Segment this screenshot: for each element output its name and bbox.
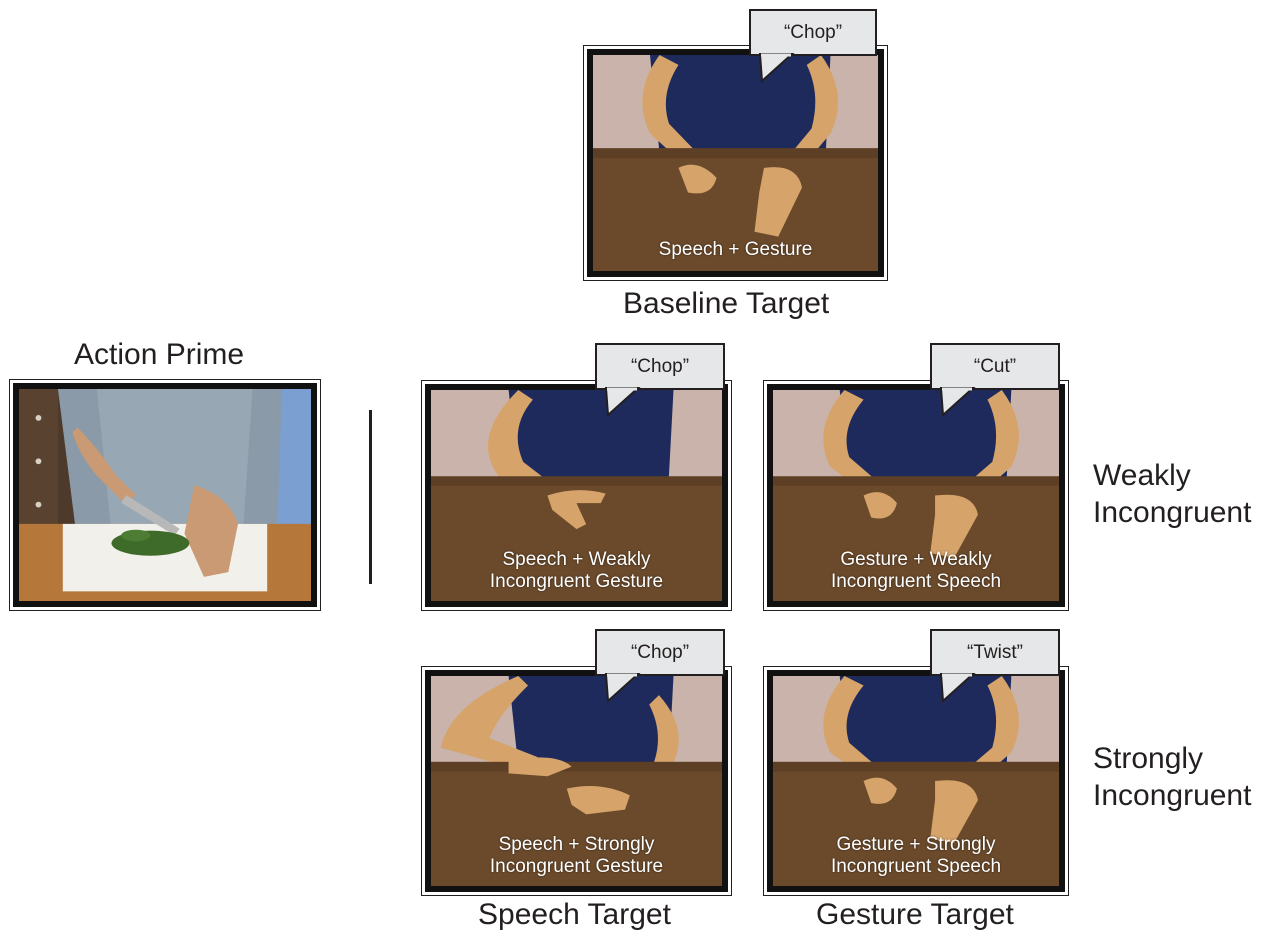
divider-line (369, 410, 372, 584)
strongly-label-line-2: Incongruent (1093, 777, 1251, 814)
speech-weak-photo: Speech + Weakly Incongruent Gesture (425, 384, 728, 607)
strongly-label-line-1: Strongly (1093, 740, 1251, 777)
gesture-strong-caption: Gesture + Strongly Incongruent Speech (773, 834, 1059, 878)
weakly-incongruent-label: Weakly Incongruent (1093, 457, 1251, 531)
baseline-speech-bubble: “Chop” (749, 9, 877, 56)
chopping-scene-image (19, 389, 311, 601)
speech-strong-speech-bubble: “Chop” (595, 629, 725, 676)
baseline-bubble-tail (758, 54, 818, 84)
baseline-panel: Speech + Gesture (583, 45, 888, 281)
speech-strong-caption: Speech + Strongly Incongruent Gesture (431, 834, 722, 878)
gesture-target-label: Gesture Target (816, 898, 1014, 932)
weakly-label-line-2: Incongruent (1093, 494, 1251, 531)
speech-weak-speech-bubble: “Chop” (595, 343, 725, 390)
weakly-label-line-1: Weakly (1093, 457, 1251, 494)
gesture-weak-caption-line-2: Incongruent Speech (773, 571, 1059, 593)
speech-strong-photo: Speech + Strongly Incongruent Gesture (425, 670, 728, 892)
gesture-weak-caption: Gesture + Weakly Incongruent Speech (773, 549, 1059, 593)
baseline-caption: Speech + Gesture (593, 239, 878, 261)
speech-weak-caption-line-2: Incongruent Gesture (431, 571, 722, 593)
action-prime-photo (13, 383, 317, 607)
speech-strong-bubble-tail (604, 674, 664, 704)
baseline-caption-line-1: Speech + Gesture (593, 239, 878, 261)
speech-strong-caption-line-2: Incongruent Gesture (431, 856, 722, 878)
gesture-weak-caption-line-1: Gesture + Weakly (773, 549, 1059, 571)
speech-strong-panel: Speech + Strongly Incongruent Gesture (421, 666, 732, 896)
action-prime-photo-frame (9, 379, 321, 611)
speech-target-label: Speech Target (478, 898, 671, 932)
gesture-weak-bubble-tail (939, 388, 999, 418)
strongly-incongruent-label: Strongly Incongruent (1093, 740, 1251, 814)
gesture-strong-photo: Gesture + Strongly Incongruent Speech (767, 670, 1065, 892)
speech-weak-caption-line-1: Speech + Weakly (431, 549, 722, 571)
baseline-target-label: Baseline Target (623, 287, 829, 321)
gesture-weak-speech-bubble: “Cut” (930, 343, 1060, 390)
gesture-strong-caption-line-2: Incongruent Speech (773, 856, 1059, 878)
speech-strong-caption-line-1: Speech + Strongly (431, 834, 722, 856)
gesture-weak-panel: Gesture + Weakly Incongruent Speech (763, 380, 1069, 611)
gesture-strong-caption-line-1: Gesture + Strongly (773, 834, 1059, 856)
gesture-strong-panel: Gesture + Strongly Incongruent Speech (763, 666, 1069, 896)
gesture-strong-bubble-tail (939, 674, 999, 704)
baseline-photo: Speech + Gesture (587, 49, 884, 277)
gesture-strong-speech-bubble: “Twist” (930, 629, 1060, 676)
speech-weak-panel: Speech + Weakly Incongruent Gesture (421, 380, 732, 611)
action-prime-label: Action Prime (74, 338, 244, 372)
speech-weak-caption: Speech + Weakly Incongruent Gesture (431, 549, 722, 593)
speech-weak-bubble-tail (604, 388, 664, 418)
gesture-weak-photo: Gesture + Weakly Incongruent Speech (767, 384, 1065, 607)
